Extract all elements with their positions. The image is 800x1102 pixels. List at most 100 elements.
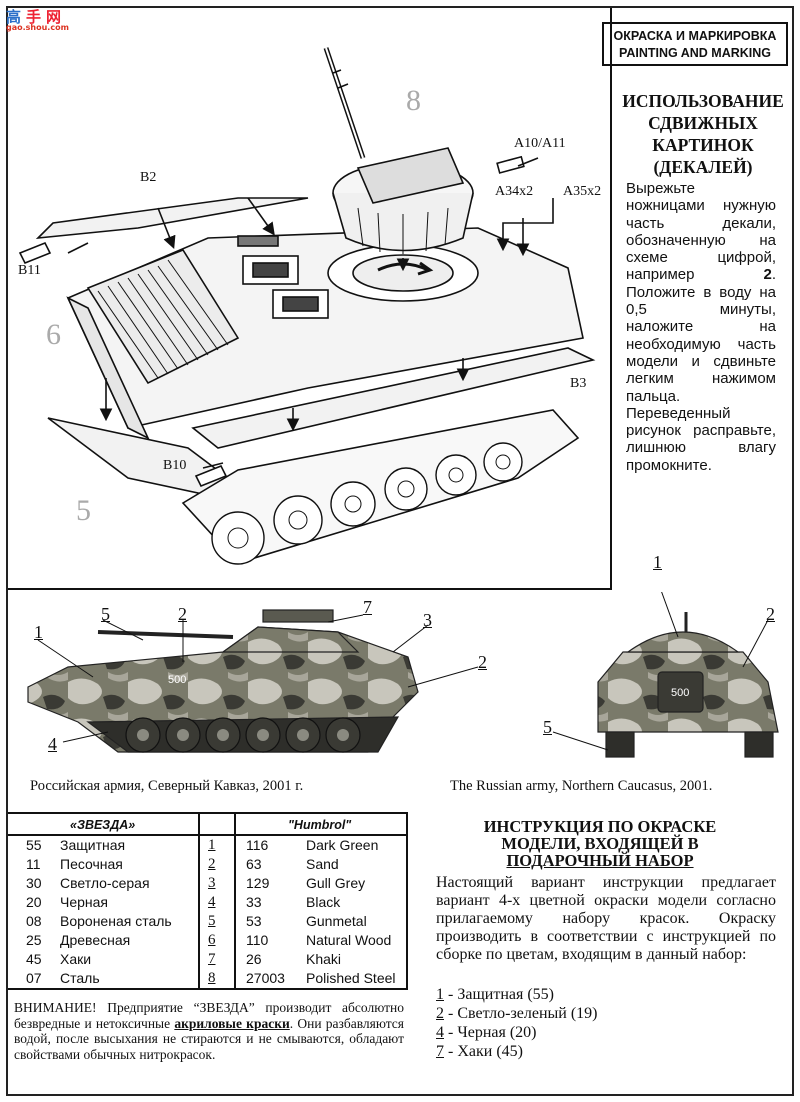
front-callout-5: 5 [543,717,552,737]
watermark-char-1: 高 [6,8,22,26]
zvezda-name: Защитная [60,837,126,853]
decals-text-after: . Положите в воду на 0,5 минуты, наложит… [626,266,776,474]
humbrol-name: Sand [306,856,339,872]
zvezda-name: Песочная [60,856,123,872]
humbrol-code: 129 [246,875,270,891]
decals-title-line-1: ИСПОЛЬЗОВАНИЕ [622,91,784,111]
side-callout-2b: 2 [478,652,487,672]
watermark-url: gao.shou.com [6,23,69,32]
pi-title-line-1: ИНСТРУКЦИЯ ПО ОКРАСКЕ [483,817,717,836]
label-b3: B3 [570,376,587,391]
humbrol-code: 33 [246,894,262,910]
paint-table-row: 20 Черная 4 33 Black [8,893,408,912]
zvezda-name: Черная [60,894,109,910]
paint-instructions-title: ИНСТРУКЦИЯ ПО ОКРАСКЕ МОДЕЛИ, ВХОДЯЩЕЙ В… [430,818,770,869]
side-callout-4: 4 [48,734,57,754]
paint-index: 7 [208,951,216,967]
zvezda-code: 08 [26,913,42,929]
paint-index: 4 [208,894,216,910]
pi-list-item: 2 - Светло-зеленый (19) [436,1004,598,1023]
paint-table-row: 30 Светло-серая 3 129 Gull Grey [8,874,408,893]
humbrol-code: 53 [246,913,262,929]
pi-item-index: 4 [436,1024,444,1041]
zvezda-code: 07 [26,970,42,986]
exploded-view-drawing [18,47,596,565]
humbrol-code: 63 [246,856,262,872]
paint-instructions-text: Настоящий вариант инструкции предлагает … [436,874,776,963]
zvezda-name: Светло-серая [60,875,150,891]
pi-item-label: - Хаки (45) [444,1043,523,1060]
decals-title: ИСПОЛЬЗОВАНИЕ СДВИЖНЫХ КАРТИНОК (ДЕКАЛЕЙ… [614,90,792,178]
paint-index: 8 [208,970,216,986]
humbrol-code: 26 [246,951,262,967]
zvezda-code: 45 [26,951,42,967]
paint-index: 1 [208,837,216,853]
paint-index: 2 [208,856,216,872]
part-number-8: 8 [406,84,421,117]
pi-item-label: - Защитная (55) [444,986,554,1003]
warning-note: ВНИМАНИЕ! Предприятие “ЗВЕЗДА” производи… [14,1000,404,1062]
side-view-drawing [27,581,779,758]
warning-text-1: ВНИМАНИЕ! Предприятие “ЗВЕЗДА” производи… [14,1000,404,1031]
paint-index: 5 [208,913,216,929]
zvezda-name: Хаки [60,951,92,967]
zvezda-name: Вороненая сталь [60,913,172,929]
zvezda-code: 20 [26,894,42,910]
side-marking: 500 [168,674,187,686]
label-a10-a11: A10/A11 [514,136,566,151]
pi-title-line-2: МОДЕЛИ, ВХОДЯЩЕЙ В [501,834,699,853]
label-a34: A34x2 [495,184,534,199]
header-line-en: PAINTING AND MARKING [618,46,772,60]
pi-item-label: - Светло-зеленый (19) [444,1005,598,1022]
humbrol-name: Dark Green [306,837,379,853]
paint-index: 3 [208,875,216,891]
humbrol-code: 116 [246,837,269,853]
side-callout-7: 7 [363,597,372,617]
warning-text-2: . Они разбавляются водой, после высыхани… [14,1015,405,1062]
zvezda-name: Сталь [60,970,100,986]
label-b11: B11 [18,263,41,278]
humbrol-name: Natural Wood [306,932,392,948]
label-b2: B2 [140,170,157,185]
front-callout-1: 1 [653,552,662,572]
humbrol-name: Gunmetal [306,913,367,929]
pi-list-item: 1 - Защитная (55) [436,985,598,1004]
label-a35: A35x2 [563,184,602,199]
side-callout-2: 2 [178,604,187,624]
decals-title-line-4: (ДЕКАЛЕЙ) [653,157,753,177]
paint-instructions-list: 1 - Защитная (55) 2 - Светло-зеленый (19… [436,985,598,1061]
pi-item-index: 2 [436,1005,444,1022]
side-callout-1: 1 [34,622,43,642]
zvezda-code: 30 [26,875,42,891]
watermark-char-3: 网 [46,8,62,26]
zvezda-code: 11 [26,856,41,872]
pi-list-item: 7 - Хаки (45) [436,1042,598,1061]
watermark-logo: 高 手 网 gao.shou.com [4,6,74,32]
paint-table-row: 07 Сталь 8 27003 Polished Steel [8,969,408,988]
pi-list-item: 4 - Черная (20) [436,1023,598,1042]
part-number-5: 5 [76,494,91,527]
table-col-divider-1 [198,814,200,988]
pi-title-line-3: ПОДАРОЧНЫЙ НАБОР [506,851,694,870]
decals-title-line-2: СДВИЖНЫХ [648,113,758,133]
header-line-ru: ОКРАСКА И МАРКИРОВКА [613,29,777,43]
paint-table-row: 11 Песочная 2 63 Sand [8,855,408,874]
decals-text-before: Вырежьте ножницами нужную часть декали, … [626,180,776,284]
decals-example-number: 2 [763,266,772,284]
front-marking: 500 [671,687,690,699]
zvezda-code: 25 [26,932,42,948]
humbrol-name: Polished Steel [306,970,396,986]
camo-views-panel: 1 5 2 7 3 2 4 500 1 2 5 500 [8,552,792,810]
humbrol-name: Gull Grey [306,875,366,891]
humbrol-name: Black [306,894,341,910]
side-callout-3: 3 [423,610,432,630]
decals-instructions: Вырежьте ножницами нужную часть декали, … [626,180,776,474]
table-header-zvezda: «ЗВЕЗДА» [70,818,136,832]
pi-item-label: - Черная (20) [444,1024,537,1041]
humbrol-code: 27003 [246,970,285,986]
pi-item-index: 1 [436,986,444,1003]
